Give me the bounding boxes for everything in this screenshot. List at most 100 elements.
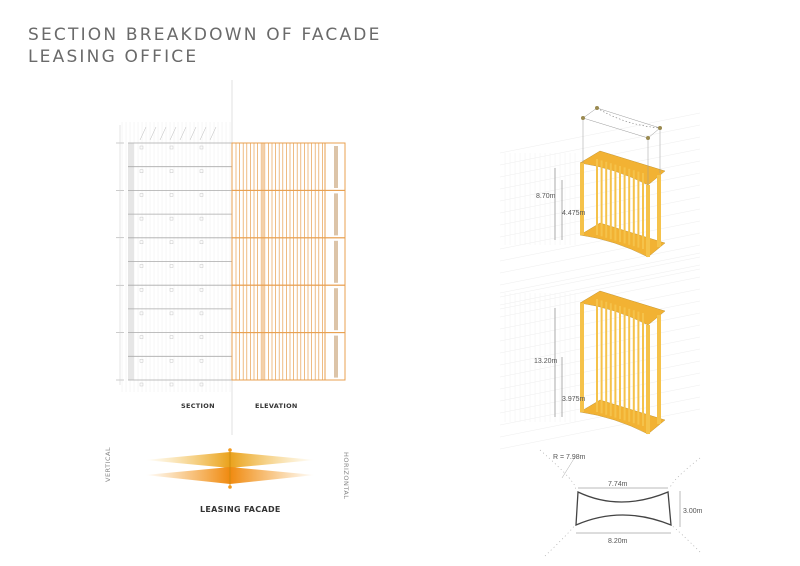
facade-fin xyxy=(619,306,621,419)
slab-bottom xyxy=(579,399,666,435)
plant-mark xyxy=(209,126,217,141)
elevation-bay xyxy=(231,142,346,191)
radius-arc xyxy=(539,449,576,491)
beam-mark xyxy=(169,311,174,316)
title-line-1: SECTION BREAKDOWN OF FACADE xyxy=(28,25,382,45)
beam-mark xyxy=(139,288,144,292)
beam-mark xyxy=(139,311,144,316)
side-panel xyxy=(334,240,338,283)
context-line xyxy=(499,196,701,238)
facade-fin xyxy=(642,313,644,426)
context-line xyxy=(499,232,701,274)
beam-mark xyxy=(169,240,174,245)
beam-mark xyxy=(139,359,144,363)
context-line xyxy=(499,348,701,390)
context-line xyxy=(499,324,701,366)
page-title: SECTION BREAKDOWN OF FACADE LEASING OFFI… xyxy=(28,24,382,68)
facade-fin xyxy=(609,163,612,240)
corner-post xyxy=(657,175,661,247)
elevation-bay xyxy=(231,284,346,334)
horizontal-label: HORIZONTAL xyxy=(342,452,350,500)
horizontal-wedge-left xyxy=(145,467,230,484)
facade-fin xyxy=(623,307,626,421)
node-dot xyxy=(581,116,585,120)
radius-arc xyxy=(544,524,576,557)
context-line xyxy=(499,372,701,414)
beam-mark xyxy=(199,288,204,292)
frame-curve xyxy=(596,107,661,129)
facade-fin xyxy=(619,166,621,242)
corner-post xyxy=(580,163,584,235)
facade-fin xyxy=(614,164,617,241)
vertical-wedge-right xyxy=(230,452,315,468)
horizontal-wedge-right xyxy=(230,467,315,484)
beam-mark xyxy=(199,264,204,268)
context-line xyxy=(499,312,701,354)
plant-mark xyxy=(179,126,187,141)
context-line xyxy=(499,252,701,294)
plant-mark xyxy=(189,126,197,141)
context-line xyxy=(499,220,701,262)
section-drawing xyxy=(116,122,232,392)
beam-mark xyxy=(139,264,144,268)
context-line xyxy=(499,268,701,310)
vertical-wedge-left xyxy=(145,452,230,468)
side-panel xyxy=(334,335,338,378)
beam-mark xyxy=(169,335,174,339)
plan-outline xyxy=(575,490,672,527)
marker-dot xyxy=(228,448,232,452)
title-line-2: LEASING OFFICE xyxy=(28,47,199,67)
slab-top xyxy=(579,290,666,326)
side-panel xyxy=(334,193,338,236)
context-line xyxy=(499,244,701,286)
corner-post xyxy=(657,315,661,424)
marker-dot xyxy=(228,485,232,489)
radius-arc xyxy=(670,524,701,553)
facade-fin xyxy=(642,173,644,249)
context-line xyxy=(499,336,701,378)
corner-post xyxy=(646,185,650,257)
facade-fin xyxy=(632,310,635,424)
beam-mark xyxy=(139,382,144,387)
beam-mark xyxy=(169,359,174,363)
plant-mark xyxy=(159,126,167,141)
beam-mark xyxy=(139,335,144,339)
vertical-label: VERTICAL xyxy=(104,446,112,482)
facade-fin xyxy=(600,300,603,414)
beam-mark xyxy=(139,216,144,221)
beam-mark xyxy=(199,193,204,197)
plant-mark xyxy=(149,126,157,141)
context-line xyxy=(499,112,701,154)
facade-fin xyxy=(600,160,603,237)
beam-mark xyxy=(199,382,204,387)
context-line xyxy=(499,408,701,450)
beam-mark xyxy=(169,288,174,292)
context-line xyxy=(499,264,701,306)
node-dot xyxy=(646,136,650,140)
context-line xyxy=(499,300,701,342)
context-line xyxy=(499,396,701,438)
context-line xyxy=(499,160,701,202)
plant-mark xyxy=(169,126,177,141)
corner-post xyxy=(580,303,584,412)
beam-mark xyxy=(169,193,174,197)
facade-fin xyxy=(628,168,631,245)
radius-leader xyxy=(561,456,576,479)
plant-mark xyxy=(139,126,147,141)
beam-mark xyxy=(199,311,204,316)
elevation-drawing xyxy=(231,142,346,381)
facade-fin xyxy=(596,159,598,235)
context-line xyxy=(499,360,701,402)
beam-mark xyxy=(139,169,144,173)
iso-bottom-drawing xyxy=(499,252,701,450)
iso-top-drawing xyxy=(499,106,701,310)
elevation-label: ELEVATION xyxy=(255,402,298,410)
beam-mark xyxy=(169,169,174,173)
radius-arc xyxy=(669,457,701,489)
section-label: SECTION xyxy=(181,402,215,410)
side-panel xyxy=(334,146,338,188)
beam-mark xyxy=(199,359,204,363)
facade-fin xyxy=(637,311,640,425)
beam-mark xyxy=(139,193,144,197)
facade-fin xyxy=(609,303,612,417)
